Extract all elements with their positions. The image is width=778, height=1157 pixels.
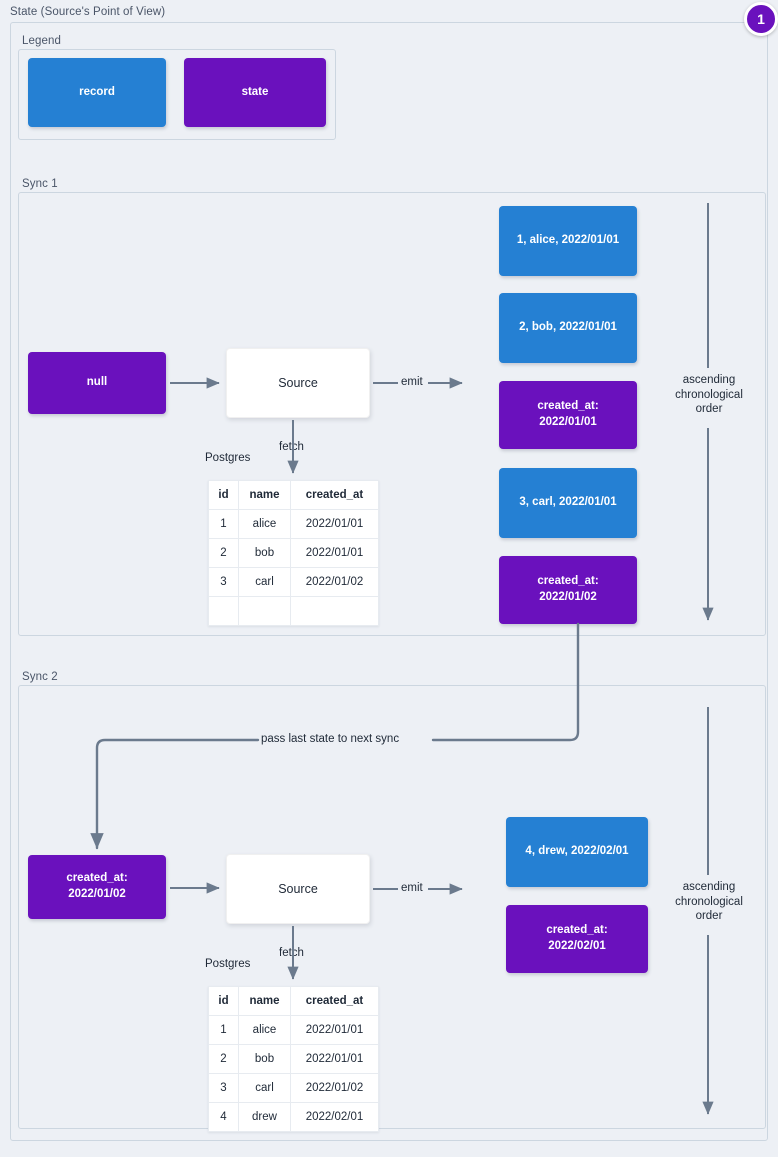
step-badge[interactable]: 1 xyxy=(744,2,778,36)
sync1-emitted-record-3-label: 3, carl, 2022/01/01 xyxy=(519,496,617,509)
sync2-cell-id: 4 xyxy=(208,1102,239,1132)
sync2-emitted-record-1-label: 4, drew, 2022/02/01 xyxy=(525,845,629,858)
sync1-cell-name: alice xyxy=(238,509,291,539)
sync2-emitted-state-1: created_at: 2022/02/01 xyxy=(506,905,648,973)
sync1-emitted-state-2: created_at: 2022/01/02 xyxy=(499,556,637,624)
sync1-cell-id: 2 xyxy=(208,538,239,568)
table-row xyxy=(208,596,379,626)
sync2-cell-created-at: 2022/01/01 xyxy=(290,1015,379,1045)
sync2-order-label: ascending chronological order xyxy=(675,881,743,923)
sync1-col-name: name xyxy=(238,480,291,510)
sync2-cell-name: carl xyxy=(238,1073,291,1103)
diagram-title: State (Source's Point of View) xyxy=(10,6,166,18)
sync1-cell-created-at xyxy=(290,596,379,626)
sync1-postgres-label: Postgres xyxy=(205,452,251,464)
sync2-col-created-at: created_at xyxy=(290,986,379,1016)
sync1-col-created-at: created_at xyxy=(290,480,379,510)
sync2-cell-name: alice xyxy=(238,1015,291,1045)
sync1-emitted-record-1-label: 1, alice, 2022/01/01 xyxy=(516,234,620,247)
sync1-emitted-record-2: 2, bob, 2022/01/01 xyxy=(499,293,637,363)
sync2-cell-name: bob xyxy=(238,1044,291,1074)
sync1-cell-id: 3 xyxy=(208,567,239,597)
sync2-cell-name: drew xyxy=(238,1102,291,1132)
sync2-emitted-state-1-line1: created_at: xyxy=(546,924,608,937)
sync1-input-state: null xyxy=(28,352,166,414)
sync1-table-header-row: id name created_at xyxy=(208,480,379,510)
legend-item-record: record xyxy=(28,58,166,127)
table-row: 4 drew 2022/02/01 xyxy=(208,1102,379,1132)
legend-label-state: state xyxy=(241,85,269,98)
sync2-cell-id: 2 xyxy=(208,1044,239,1074)
sync2-col-id: id xyxy=(208,986,239,1016)
table-row: 3 carl 2022/01/02 xyxy=(208,1073,379,1103)
sync2-cell-created-at: 2022/01/02 xyxy=(290,1073,379,1103)
table-row: 1 alice 2022/01/01 xyxy=(208,1015,379,1045)
sync1-fetch-label: fetch xyxy=(277,441,306,453)
sync1-cell-id xyxy=(208,596,239,626)
sync1-cell-id: 1 xyxy=(208,509,239,539)
sync2-cell-created-at: 2022/02/01 xyxy=(290,1102,379,1132)
sync2-postgres-label: Postgres xyxy=(205,958,251,970)
sync2-cell-id: 3 xyxy=(208,1073,239,1103)
legend-item-state: state xyxy=(184,58,326,127)
sync1-source-node: Source xyxy=(226,348,370,418)
sync1-emitted-state-1-line2: 2022/01/01 xyxy=(539,416,597,428)
sync2-emitted-state-1-line2: 2022/02/01 xyxy=(548,940,606,952)
sync2-fetch-label: fetch xyxy=(277,947,306,959)
table-row: 2 bob 2022/01/01 xyxy=(208,1044,379,1074)
legend-title: Legend xyxy=(22,35,61,47)
sync1-order-label: ascending chronological order xyxy=(675,374,743,416)
sync1-cell-name: bob xyxy=(238,538,291,568)
sync1-postgres-table: id name created_at 1 alice 2022/01/01 2 … xyxy=(208,480,379,626)
sync2-emit-label: emit xyxy=(399,882,425,894)
sync2-pass-state-label: pass last state to next sync xyxy=(259,733,402,745)
sync1-input-state-label: null xyxy=(86,376,108,389)
legend-label-record: record xyxy=(79,85,115,98)
sync2-table-header-row: id name created_at xyxy=(208,986,379,1016)
sync2-col-name: name xyxy=(238,986,291,1016)
sync1-cell-created-at: 2022/01/01 xyxy=(290,538,379,568)
sync1-col-id: id xyxy=(208,480,239,510)
sync1-panel xyxy=(18,192,766,636)
sync1-source-label: Source xyxy=(278,375,318,390)
sync1-emitted-state-2-line2: 2022/01/02 xyxy=(539,591,597,603)
sync2-source-node: Source xyxy=(226,854,370,924)
sync1-cell-created-at: 2022/01/01 xyxy=(290,509,379,539)
sync1-emitted-state-1-line1: created_at: xyxy=(537,400,599,413)
sync1-emit-label: emit xyxy=(399,376,425,388)
sync2-emitted-record-1: 4, drew, 2022/02/01 xyxy=(506,817,648,887)
sync1-emitted-state-2-line1: created_at: xyxy=(537,575,599,588)
table-row: 1 alice 2022/01/01 xyxy=(208,509,379,539)
sync1-emitted-record-1: 1, alice, 2022/01/01 xyxy=(499,206,637,276)
sync2-input-state: created_at: 2022/01/02 xyxy=(28,855,166,919)
sync1-cell-name: carl xyxy=(238,567,291,597)
sync2-title: Sync 2 xyxy=(22,671,58,683)
sync1-title: Sync 1 xyxy=(22,178,58,190)
sync2-source-label: Source xyxy=(278,881,318,896)
table-row: 3 carl 2022/01/02 xyxy=(208,567,379,597)
sync1-emitted-record-3: 3, carl, 2022/01/01 xyxy=(499,468,637,538)
sync1-cell-created-at: 2022/01/02 xyxy=(290,567,379,597)
sync2-cell-created-at: 2022/01/01 xyxy=(290,1044,379,1074)
sync2-input-state-line2: 2022/01/02 xyxy=(68,888,126,900)
sync1-emitted-state-1: created_at: 2022/01/01 xyxy=(499,381,637,449)
sync2-cell-id: 1 xyxy=(208,1015,239,1045)
table-row: 2 bob 2022/01/01 xyxy=(208,538,379,568)
sync2-postgres-table: id name created_at 1 alice 2022/01/01 2 … xyxy=(208,986,379,1132)
sync1-cell-name xyxy=(238,596,291,626)
sync2-input-state-line1: created_at: xyxy=(66,872,128,885)
sync1-emitted-record-2-label: 2, bob, 2022/01/01 xyxy=(519,321,617,334)
